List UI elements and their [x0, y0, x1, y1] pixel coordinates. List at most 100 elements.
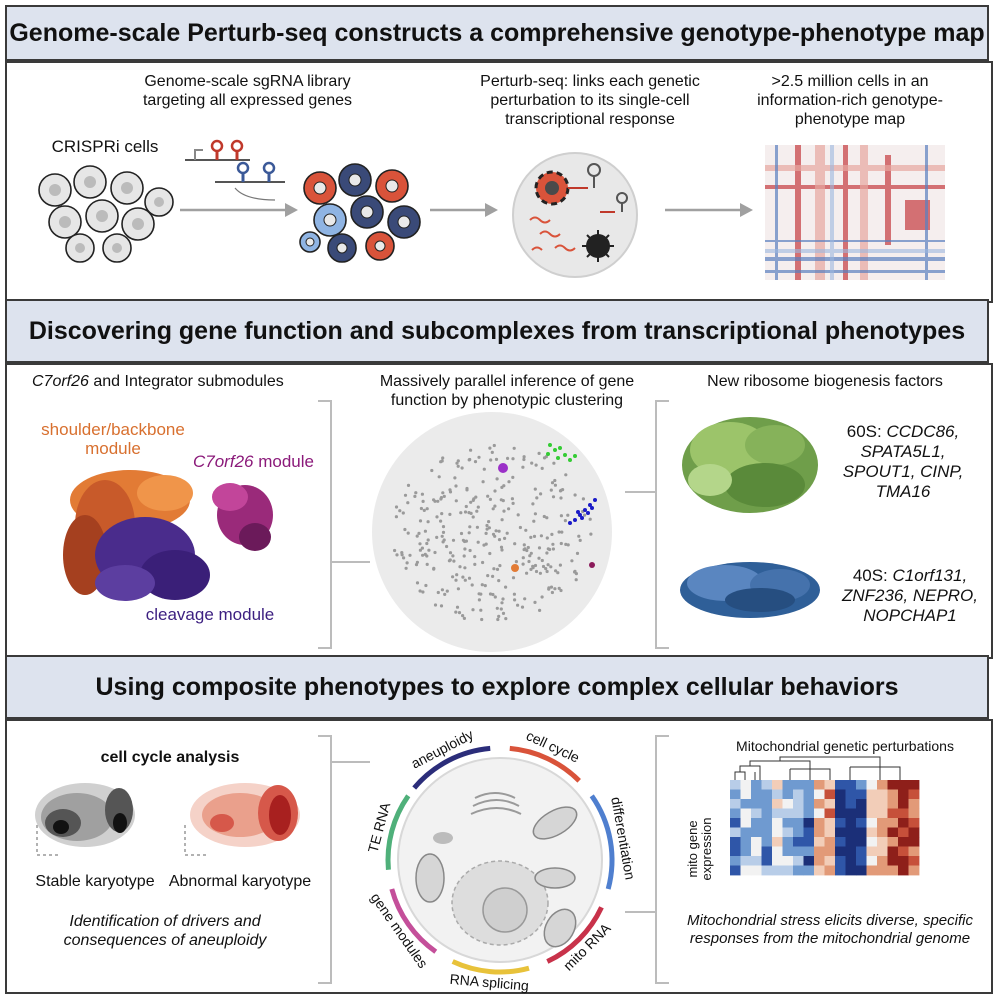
ring-arc-mito-rna	[546, 906, 604, 964]
gene-point	[522, 455, 526, 459]
heatmap-cell	[824, 808, 836, 819]
gene-point	[455, 605, 460, 609]
heatmap-cell	[845, 780, 857, 790]
gene-point	[408, 553, 412, 557]
clustering-plot	[372, 412, 612, 652]
heatmap-cell	[866, 837, 878, 847]
ring-arc-te-rna	[385, 794, 411, 870]
gene-point	[561, 488, 565, 492]
gene-point	[467, 576, 472, 580]
heatmap-cell	[814, 837, 825, 847]
connector-left	[330, 561, 370, 563]
gene-point	[426, 538, 430, 542]
ribosome-40s-prefix: 40S:	[852, 566, 893, 585]
heatmap-cell	[856, 865, 867, 876]
gene-point	[513, 542, 517, 546]
gene-point	[413, 494, 417, 498]
gene-point	[432, 498, 436, 502]
gene-point	[522, 457, 526, 462]
gene-point	[445, 589, 449, 593]
gene-point	[435, 515, 439, 519]
heatmap-cell	[814, 856, 825, 866]
gene-point	[490, 450, 494, 454]
heatmap-cell	[772, 818, 783, 828]
gene-point	[533, 600, 537, 604]
ring-arc-gene-modules	[389, 888, 438, 954]
gene-point	[578, 538, 582, 542]
gene-point	[506, 456, 510, 460]
heatmap-cell	[887, 818, 899, 828]
gene-point	[427, 548, 431, 552]
sgrna-library-icon	[185, 139, 285, 201]
gene-point	[417, 531, 421, 535]
gene-point	[538, 608, 542, 612]
heatmap-cell	[908, 856, 920, 866]
ring-arc-aneuploidy	[412, 745, 491, 790]
heatmap-cell	[730, 808, 741, 819]
heatmap-cell	[898, 846, 909, 857]
heatmap-cell	[908, 818, 920, 828]
heatmap-cell	[751, 780, 762, 790]
gene-point	[463, 539, 467, 544]
heatmap-cell	[793, 808, 804, 819]
gene-point	[456, 464, 460, 468]
gene-point	[470, 583, 474, 587]
gene-point	[497, 538, 502, 542]
gene-point	[498, 564, 502, 568]
gene-point	[552, 461, 556, 465]
gene-point	[481, 560, 485, 565]
gene-point	[554, 569, 558, 573]
heatmap-cell	[782, 780, 794, 790]
gene-point	[528, 554, 532, 558]
gene-point	[480, 617, 484, 622]
gene-point	[491, 574, 495, 578]
heatmap-cell	[835, 837, 846, 847]
gene-point	[500, 601, 504, 605]
gene-point	[516, 513, 520, 517]
ribosome-heading: New ribosome biogenesis factors	[707, 373, 943, 390]
gene-point	[540, 595, 544, 599]
gene-point	[557, 586, 561, 590]
heatmap-cell	[772, 808, 783, 819]
gene-point	[494, 529, 498, 533]
heatmap-cell	[845, 837, 857, 847]
gene-point	[546, 563, 550, 567]
gene-point	[532, 519, 536, 523]
gene-point	[520, 605, 525, 609]
heatmap-cell	[782, 818, 794, 828]
heatmap-cell	[740, 846, 752, 857]
gene-point	[422, 508, 426, 512]
heatmap-cell	[887, 799, 899, 809]
gene-point	[441, 456, 445, 460]
gene-point	[516, 603, 520, 607]
gene-point	[549, 488, 553, 492]
heatmap-cell	[877, 818, 888, 828]
heatmap-cell	[866, 856, 878, 866]
heatmap-cell	[866, 827, 878, 838]
ribosome-40s-text: 40S: C1orf131, ZNF236, NEPRO, NOPCHAP1	[835, 566, 985, 626]
heatmap-cell	[761, 856, 773, 866]
heatmap-cell	[877, 799, 888, 809]
gene-point	[499, 607, 503, 611]
heatmap-cell	[908, 865, 920, 876]
gene-point	[487, 520, 491, 524]
gene-point	[505, 531, 509, 535]
heatmap-cell	[877, 837, 888, 847]
heatmap-cell	[898, 837, 909, 847]
gene-point	[504, 617, 508, 621]
heatmap-cell	[803, 856, 815, 866]
gene-point	[559, 588, 563, 593]
gene-point	[497, 529, 501, 533]
gene-point	[476, 505, 480, 509]
heatmap-cell	[908, 808, 920, 819]
heatmap-cell	[877, 856, 888, 866]
gene-point	[573, 493, 577, 497]
gene-point	[521, 562, 525, 566]
gene-point	[414, 491, 418, 495]
heatmap-cell	[772, 865, 783, 876]
heatmap-cell	[856, 846, 867, 857]
heatmap-cell	[887, 827, 899, 838]
ribosome-40s-illustration	[680, 562, 820, 618]
heatmap-cell	[856, 799, 867, 809]
heatmap-cell	[740, 808, 752, 819]
